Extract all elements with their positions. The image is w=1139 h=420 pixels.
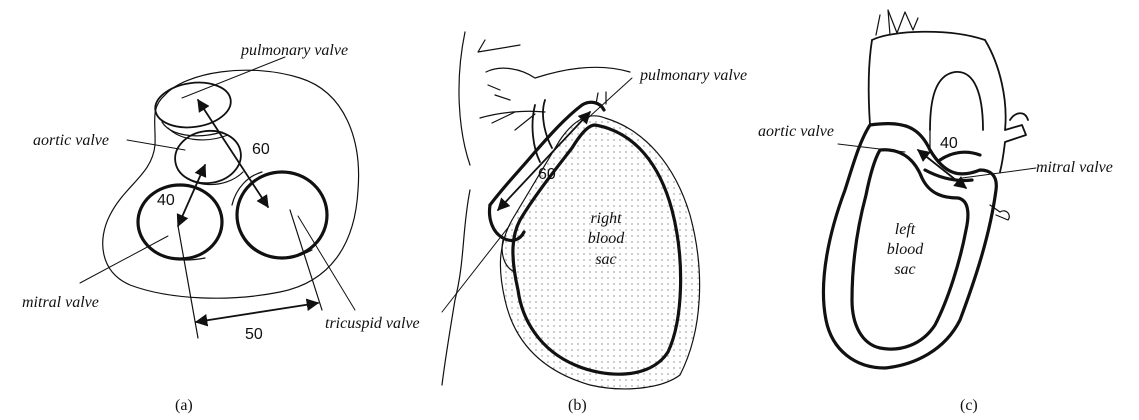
c-dimension-40: 40: [940, 136, 958, 152]
a-tricuspid-valve-label: tricuspid valve: [325, 316, 420, 332]
c-sac-label-line2: blood: [880, 242, 930, 258]
a-dimension-60: 60: [252, 142, 270, 158]
c-mitral-valve-label: mitral valve: [1036, 160, 1113, 176]
b-sac-label-line1: right: [576, 211, 636, 227]
a-dimension-40: 40: [157, 193, 175, 209]
panel-c-drawing: [823, 10, 1036, 368]
panel-a-drawing: [80, 57, 359, 338]
a-tricuspid-valve-shape: [237, 172, 327, 258]
b-sac-label-line3: sac: [576, 252, 636, 268]
a-dimension-50: 50: [245, 327, 263, 343]
b-sac-label-line2: blood: [576, 231, 636, 247]
a-dim-50-arrow: [196, 303, 318, 322]
b-dimension-60: 60: [538, 167, 556, 183]
c-aortic-valve-label: aortic valve: [758, 124, 834, 140]
c-caption: (c): [960, 398, 978, 414]
a-mitral-valve-label: mitral valve: [22, 295, 99, 311]
c-sac-label-line3: sac: [880, 262, 930, 278]
a-aortic-valve-shape: [172, 127, 245, 188]
b-pulmonary-valve-label: pulmonary valve: [640, 68, 747, 84]
panel-b-drawing: [442, 32, 700, 389]
a-pulmonary-valve-label: pulmonary valve: [241, 43, 348, 59]
a-caption: (a): [175, 398, 193, 414]
a-pulmonary-valve-shape: [152, 78, 233, 132]
b-caption: (b): [568, 398, 587, 414]
a-aortic-valve-label: aortic valve: [33, 133, 109, 149]
c-sac-label-line1: left: [880, 222, 930, 238]
